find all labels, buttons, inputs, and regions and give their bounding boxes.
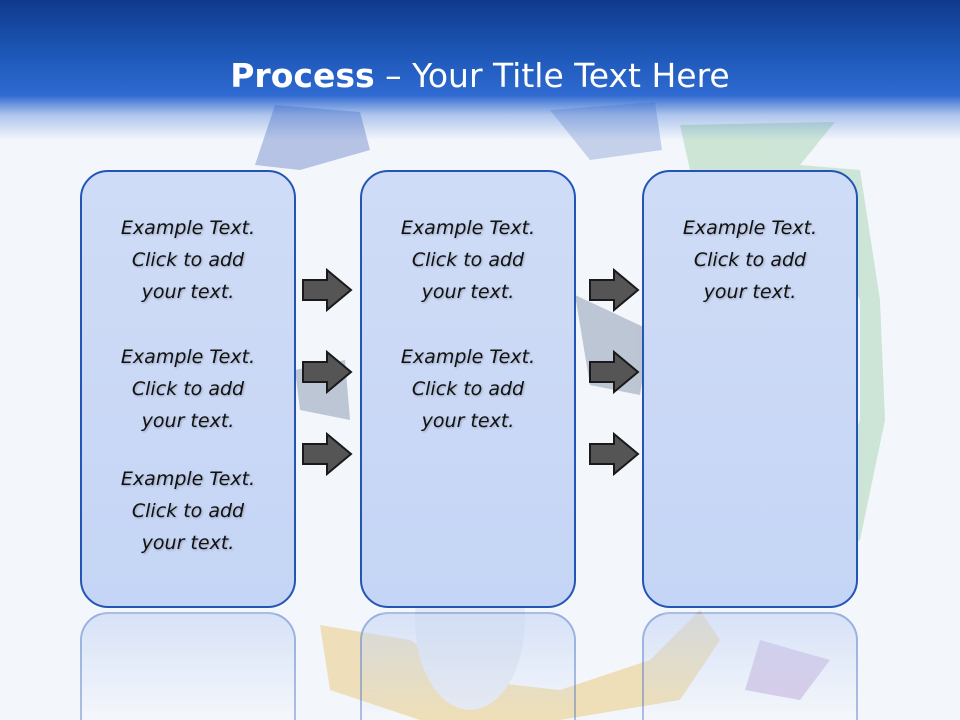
process-box-3[interactable]: Example Text. Click to add your text.: [642, 170, 858, 608]
text-line: Example Text.: [120, 346, 256, 368]
process-box-1[interactable]: Example Text. Click to add your text. Ex…: [80, 170, 296, 608]
right-arrow-icon: [302, 432, 353, 476]
text-line: your text.: [703, 281, 797, 303]
slide-title[interactable]: Process – Your Title Text Here: [0, 56, 960, 95]
process-box-2[interactable]: Example Text. Click to add your text. Ex…: [360, 170, 576, 608]
text-line: Example Text.: [120, 217, 256, 239]
right-arrow-icon: [589, 432, 640, 476]
text-line: your text.: [421, 281, 515, 303]
text-line: Example Text.: [400, 217, 536, 239]
text-line: Click to add: [131, 249, 245, 271]
text-line: Click to add: [693, 249, 807, 271]
text-line: your text.: [141, 410, 235, 432]
process-box-3-reflection: [642, 612, 858, 720]
text-line: Click to add: [411, 378, 525, 400]
right-arrow-icon: [589, 350, 640, 394]
text-line: your text.: [141, 532, 235, 554]
title-bar: [0, 0, 960, 140]
text-block[interactable]: Example Text. Click to add your text.: [82, 463, 294, 559]
text-block[interactable]: Example Text. Click to add your text.: [82, 212, 294, 308]
process-box-1-reflection: [80, 612, 296, 720]
right-arrow-icon: [589, 268, 640, 312]
title-rest: – Your Title Text Here: [374, 56, 730, 95]
text-line: your text.: [141, 281, 235, 303]
title-bold: Process: [230, 56, 375, 95]
text-block[interactable]: Example Text. Click to add your text.: [362, 212, 574, 308]
right-arrow-icon: [302, 350, 353, 394]
text-line: Click to add: [131, 500, 245, 522]
text-line: Click to add: [411, 249, 525, 271]
right-arrow-icon: [302, 268, 353, 312]
text-block[interactable]: Example Text. Click to add your text.: [82, 341, 294, 437]
text-line: Example Text.: [120, 468, 256, 490]
process-box-2-reflection: [360, 612, 576, 720]
text-line: Example Text.: [400, 346, 536, 368]
text-line: your text.: [421, 410, 515, 432]
text-block[interactable]: Example Text. Click to add your text.: [644, 212, 856, 308]
text-line: Example Text.: [682, 217, 818, 239]
text-line: Click to add: [131, 378, 245, 400]
text-block[interactable]: Example Text. Click to add your text.: [362, 341, 574, 437]
